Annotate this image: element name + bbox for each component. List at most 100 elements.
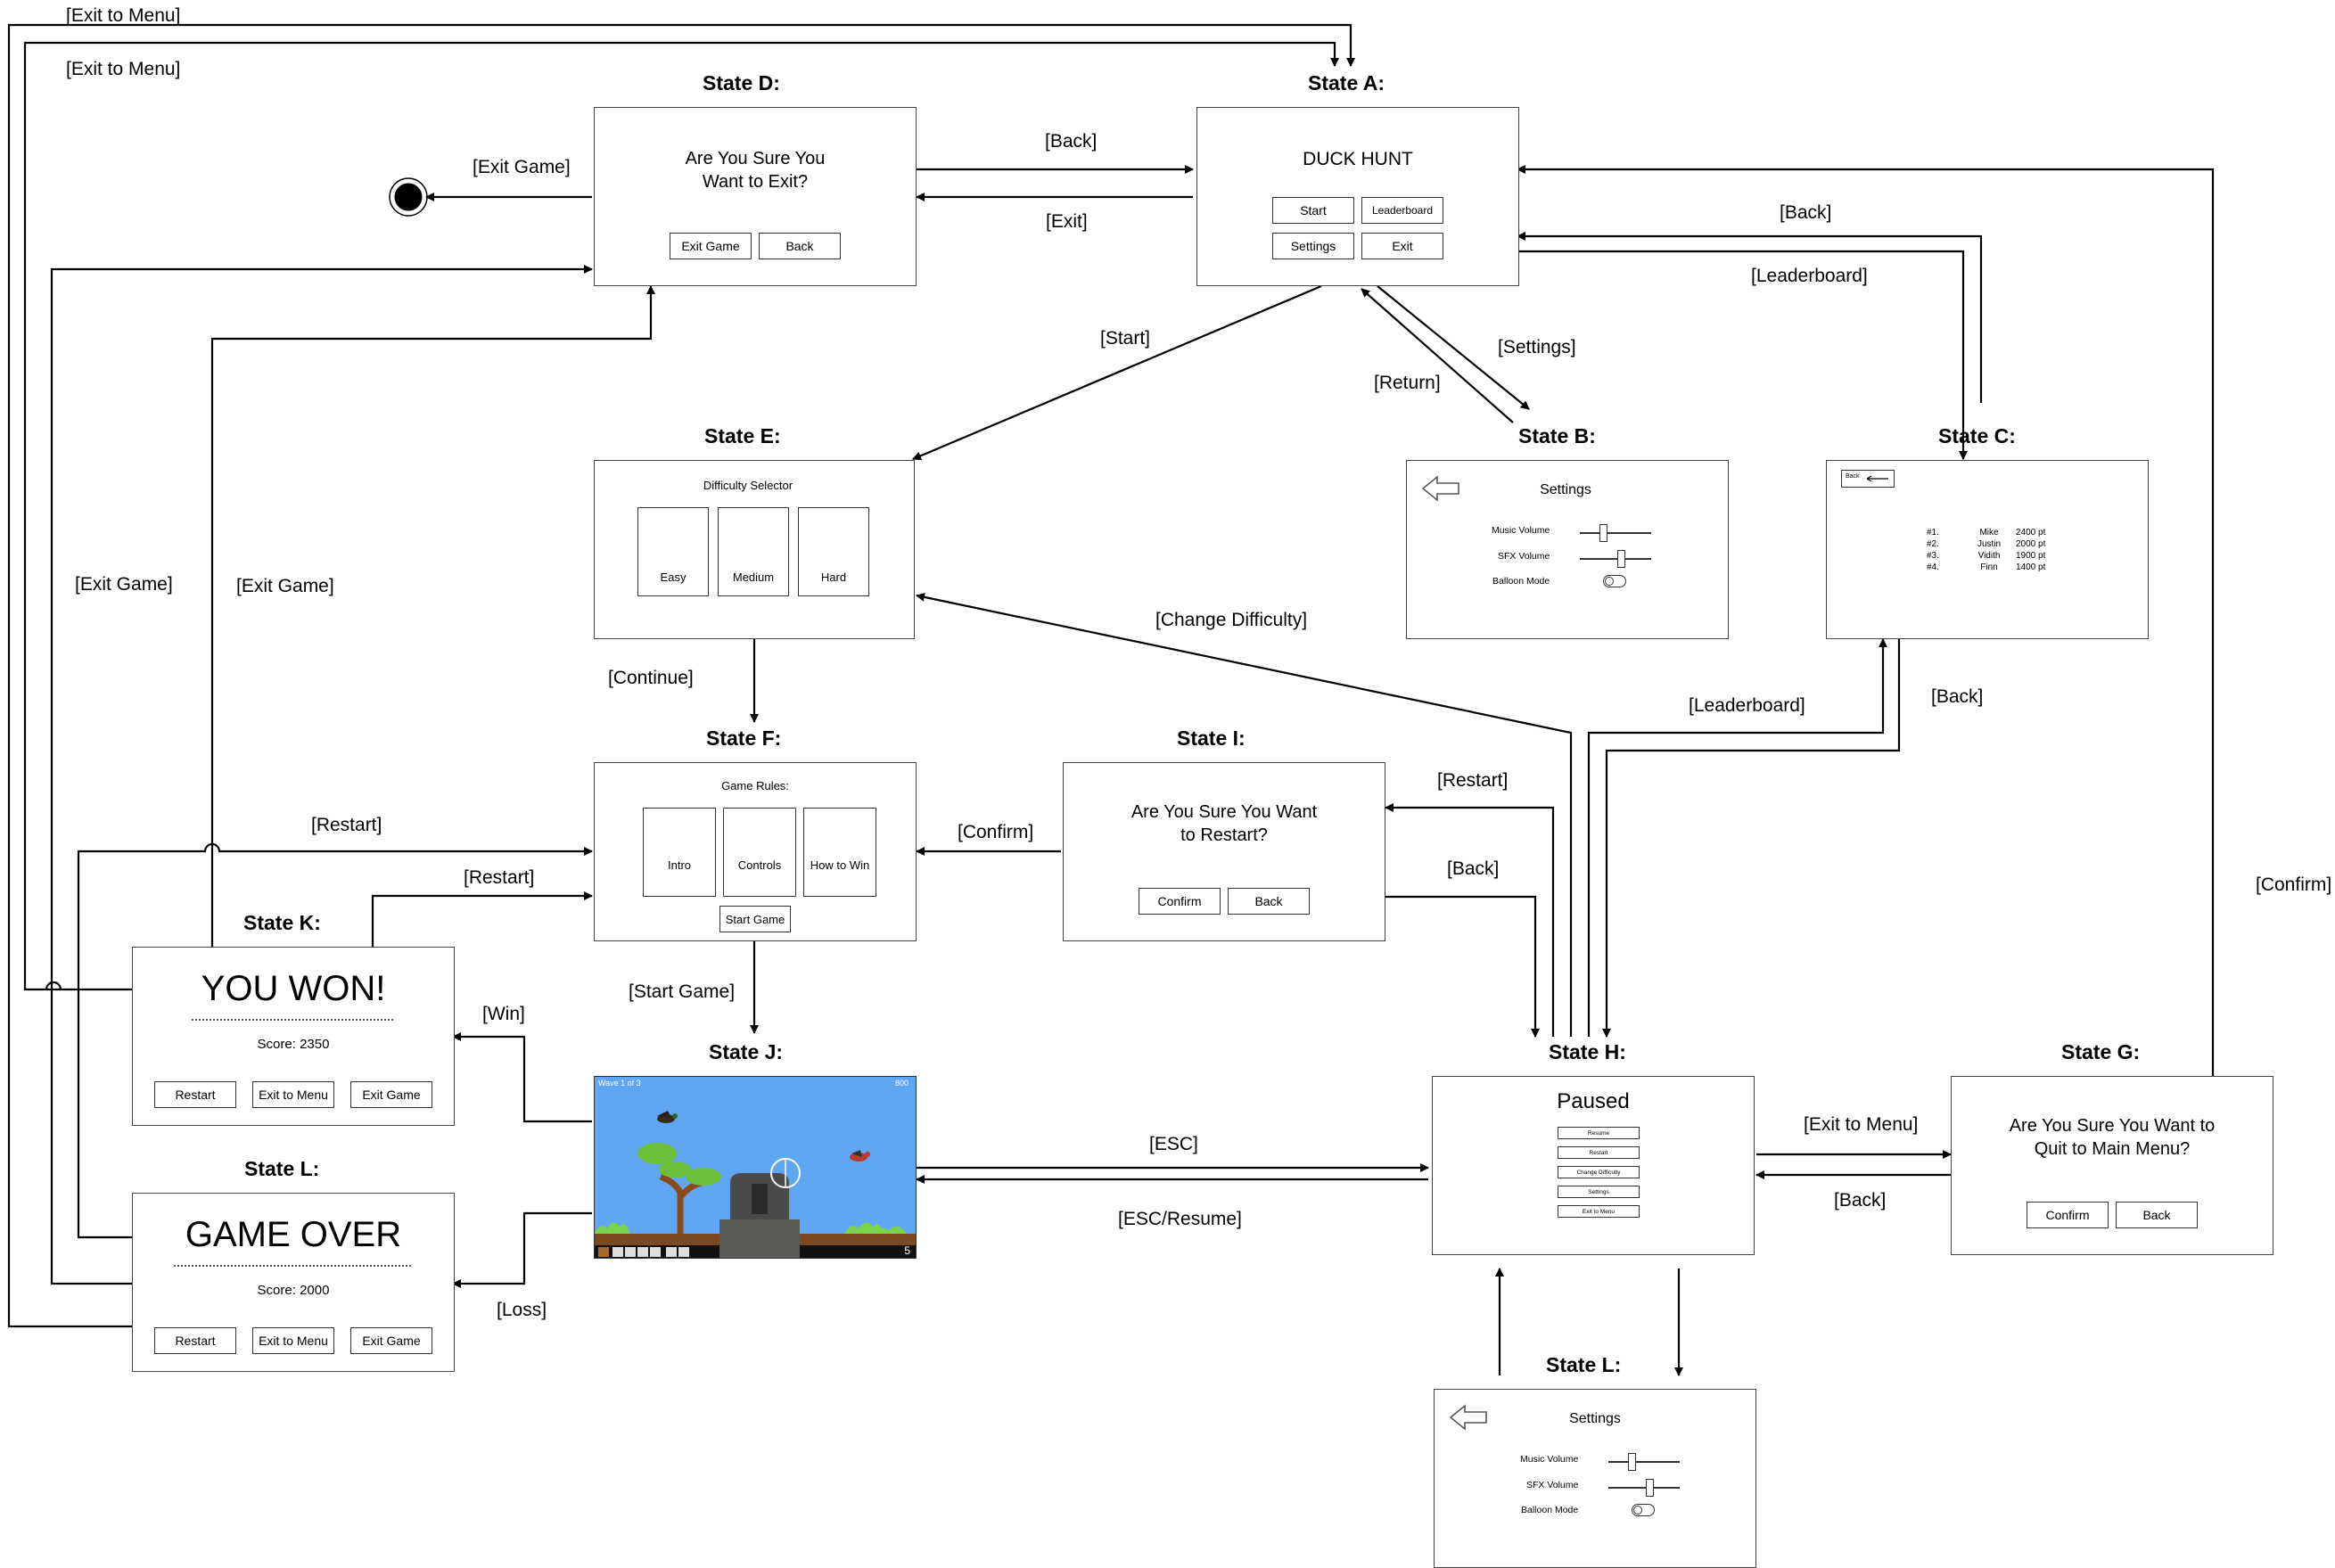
game-scene	[595, 1111, 916, 1258]
music-volume-slider[interactable]	[1608, 1461, 1680, 1463]
state-e-box: Difficulty Selector Easy Medium Hard	[594, 460, 915, 639]
edge-label-exit-game-k: [Exit Game]	[236, 576, 334, 596]
edge-a-to-b	[1377, 285, 1530, 410]
exit-button[interactable]: Exit	[1361, 233, 1443, 259]
state-e-title: State E:	[704, 424, 781, 447]
edge-k-to-f	[371, 891, 593, 947]
pause-menu-resume[interactable]: Resume	[1558, 1127, 1640, 1139]
leaderboard-back-label: Back	[1846, 473, 1860, 480]
start-game-button[interactable]: Start Game	[719, 906, 791, 932]
sfx-volume-slider[interactable]	[1580, 558, 1651, 560]
edge-a-to-e	[912, 284, 1322, 461]
leaderboard-button[interactable]: Leaderboard	[1361, 197, 1443, 224]
state-g-title: State G:	[2061, 1040, 2141, 1063]
restart-button[interactable]: Restart	[154, 1327, 236, 1354]
rules-intro[interactable]: Intro	[643, 808, 716, 897]
music-volume-knob[interactable]	[1599, 524, 1607, 542]
sfx-volume-label: SFX Volume	[1498, 551, 1550, 562]
difficulty-easy[interactable]: Easy	[637, 507, 709, 596]
edge-l-to-a-exit-menu	[7, 23, 1355, 1328]
duck-icon	[657, 1111, 678, 1123]
state-a-box: DUCK HUNT Start Leaderboard Settings Exi…	[1196, 107, 1519, 286]
edge-label-leaderboard-a-c: [Leaderboard]	[1751, 266, 1868, 286]
score-text: Score: 2000	[257, 1283, 330, 1298]
edge-label-start-game: [Start Game]	[629, 981, 736, 1002]
leaderboard-back-button[interactable]: Back	[1841, 470, 1895, 488]
back-button[interactable]: Back	[1228, 888, 1310, 915]
state-k-title: State K:	[243, 911, 321, 934]
edge-l-to-d	[50, 265, 593, 1285]
exit-game-button[interactable]: Exit Game	[350, 1081, 432, 1108]
edge-h-to-i	[1385, 803, 1555, 1037]
difficulty-heading: Difficulty Selector	[703, 479, 793, 492]
divider	[174, 1265, 411, 1267]
settings-button[interactable]: Settings	[1272, 233, 1354, 259]
exit-to-menu-button[interactable]: Exit to Menu	[252, 1327, 334, 1354]
score-text: Score: 2350	[257, 1037, 330, 1052]
edge-label-settings-a-b: [Settings]	[1498, 337, 1576, 357]
edge-g-to-a	[1517, 165, 2215, 1076]
edge-a-to-c	[1517, 250, 1968, 460]
edge-label-confirm-g-a: [Confirm]	[2256, 874, 2332, 895]
difficulty-medium[interactable]: Medium	[718, 507, 789, 596]
settings-heading: Settings	[1540, 482, 1591, 497]
music-volume-knob[interactable]	[1628, 1453, 1636, 1471]
divider	[192, 1019, 393, 1021]
you-won-heading: YOU WON!	[201, 969, 386, 1008]
state-g-line2: Quit to Main Menu?	[2034, 1139, 2191, 1159]
balloon-mode-label: Balloon Mode	[1521, 1505, 1579, 1515]
start-button[interactable]: Start	[1272, 197, 1354, 224]
back-button[interactable]: Back	[2116, 1202, 2198, 1228]
edge-label-restart-k: [Restart]	[464, 867, 535, 888]
state-i-line2: to Restart?	[1180, 825, 1268, 845]
pause-menu-change-difficulty[interactable]: Change Difficulty	[1558, 1166, 1640, 1178]
state-l2-box: Settings Music Volume SFX Volume Balloon…	[1434, 1389, 1756, 1568]
balloon-mode-label: Balloon Mode	[1492, 576, 1550, 587]
balloon-mode-toggle[interactable]	[1632, 1504, 1655, 1516]
score-indicator: 800	[894, 1079, 909, 1088]
edge-label-back-c-h: [Back]	[1931, 686, 1984, 707]
state-l2-title: State L:	[1546, 1353, 1622, 1376]
restart-button[interactable]: Restart	[154, 1081, 236, 1108]
edge-b-to-a	[1361, 288, 1514, 423]
state-b-box: Settings Music Volume SFX Volume Balloon…	[1406, 460, 1729, 639]
game-over-heading: GAME OVER	[185, 1215, 402, 1254]
balloon-mode-toggle[interactable]	[1603, 575, 1626, 587]
edge-label-exit-a-d: [Exit]	[1046, 211, 1088, 232]
back-arrow-icon[interactable]	[1421, 475, 1460, 502]
pause-menu-restart[interactable]: Restart	[1558, 1146, 1640, 1159]
edge-label-restart-i-h: [Restart]	[1437, 770, 1509, 791]
edge-label-return-b-a: [Return]	[1374, 373, 1441, 393]
sfx-volume-label: SFX Volume	[1526, 1480, 1579, 1490]
back-button[interactable]: Back	[759, 233, 841, 259]
state-f-box: Game Rules: Intro Controls How to Win St…	[594, 762, 917, 941]
exit-game-button[interactable]: Exit Game	[350, 1327, 432, 1354]
back-arrow-icon[interactable]	[1449, 1404, 1488, 1431]
confirm-button[interactable]: Confirm	[2027, 1202, 2109, 1228]
confirm-button[interactable]: Confirm	[1139, 888, 1221, 915]
pause-menu-settings[interactable]: Settings	[1558, 1186, 1640, 1198]
rules-how-to-win[interactable]: How to Win	[803, 808, 876, 897]
edge-label-esc: [ESC]	[1149, 1134, 1198, 1154]
edge-label-restart-l: [Restart]	[311, 815, 382, 835]
sfx-volume-knob[interactable]	[1646, 1479, 1654, 1497]
edge-h-to-e	[916, 592, 1573, 1037]
sfx-volume-slider[interactable]	[1608, 1487, 1680, 1489]
edge-l-to-f	[77, 842, 593, 1239]
sfx-volume-knob[interactable]	[1617, 550, 1625, 568]
rules-controls[interactable]: Controls	[723, 808, 796, 897]
pause-menu-exit-to-menu[interactable]: Exit to Menu	[1558, 1205, 1640, 1218]
music-volume-slider[interactable]	[1580, 532, 1651, 534]
state-d-title: State D:	[703, 71, 780, 94]
state-g-line1: Are You Sure You Want to	[2009, 1116, 2216, 1136]
state-h-box: Paused Resume Restart Change Difficulty …	[1432, 1076, 1755, 1255]
state-b-title: State B:	[1518, 424, 1596, 447]
edge-label-esc-resume: [ESC/Resume]	[1118, 1209, 1242, 1229]
exit-to-menu-button[interactable]: Exit to Menu	[252, 1081, 334, 1108]
difficulty-hard[interactable]: Hard	[798, 507, 869, 596]
gameplay-screen[interactable]: Wave 1 of 3 800 5	[594, 1076, 917, 1259]
exit-game-button[interactable]: Exit Game	[670, 233, 752, 259]
